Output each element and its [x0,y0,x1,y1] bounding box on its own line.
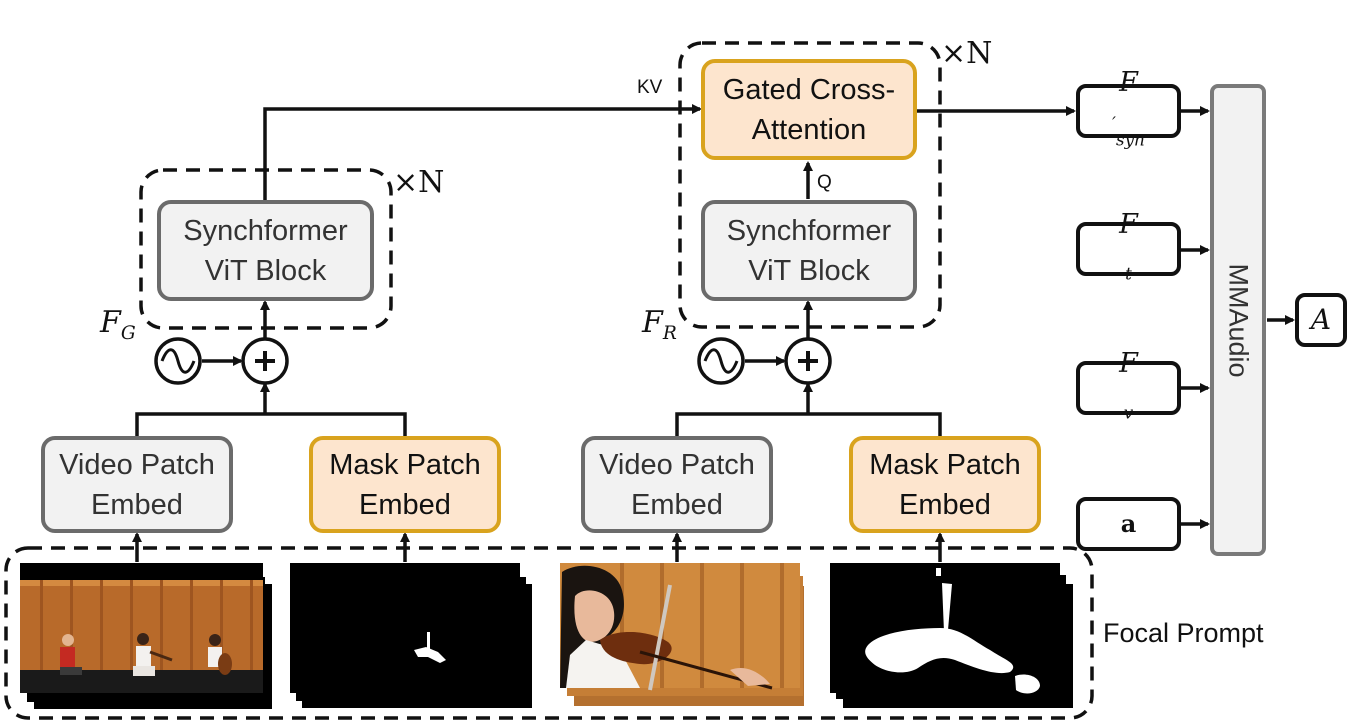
left-vit-line1: Synchformer [183,214,348,247]
right-positional-encoding-icon [697,337,745,385]
left-repeat-label: ×N [393,165,445,200]
left-kv-line [263,104,702,200]
video-frames-stack-closeup [560,563,804,706]
right-mask-embed-line2: Embed [899,488,991,521]
mask-frames-stack-small [290,563,532,708]
mmaudio-block [1210,84,1266,556]
left-vit-line2: ViT Block [204,254,327,287]
left-positional-encoding-icon [154,337,202,385]
right-video-embed-line2: Embed [631,488,723,521]
left-feature-label: FG [100,305,136,344]
kv-label: KV [637,77,663,98]
output-a: A [1295,293,1347,347]
a-symbol: a [1120,509,1137,538]
cross-attn-line2: Attention [751,113,867,146]
mmaudio-label-wrap: MMAudio [1210,84,1266,556]
f-syn-symbol: F′syn [1112,66,1145,150]
left-video-embed-line1: Video Patch [59,448,215,481]
mmaudio-label: MMAudio [1223,262,1254,378]
right-embed-merge-line [675,412,942,436]
right-feature-label: FR [642,305,677,344]
video-frames-stack-wide [20,563,272,709]
right-video-embed-line1: Video Patch [599,448,755,481]
right-mask-embed-line1: Mask Patch [869,448,1021,481]
mask-frames-stack-closeup [830,563,1073,708]
left-add-icon [241,337,289,385]
right-repeat-group [678,41,942,329]
input-f-syn: F′syn [1076,67,1181,149]
q-label: Q [817,172,832,193]
left-mask-embed-line2: Embed [359,488,451,521]
cross-attn-line1: Gated Cross- [722,73,896,106]
output-a-symbol: A [1310,303,1332,336]
right-vit-line1: Synchformer [726,214,892,247]
focal-prompt-group [4,546,1094,720]
focal-prompt-label: Focal Prompt [1103,618,1264,648]
left-video-embed-line2: Embed [91,488,183,521]
left-mask-embed-line1: Mask Patch [329,448,481,481]
right-vit-line2: ViT Block [748,254,870,287]
input-a: a [1076,497,1181,551]
right-add-icon [784,337,832,385]
left-embed-merge-line [135,412,407,436]
right-repeat-label: ×N [941,36,993,71]
gated-cross-attention: Gated Cross- Attention [701,59,917,160]
